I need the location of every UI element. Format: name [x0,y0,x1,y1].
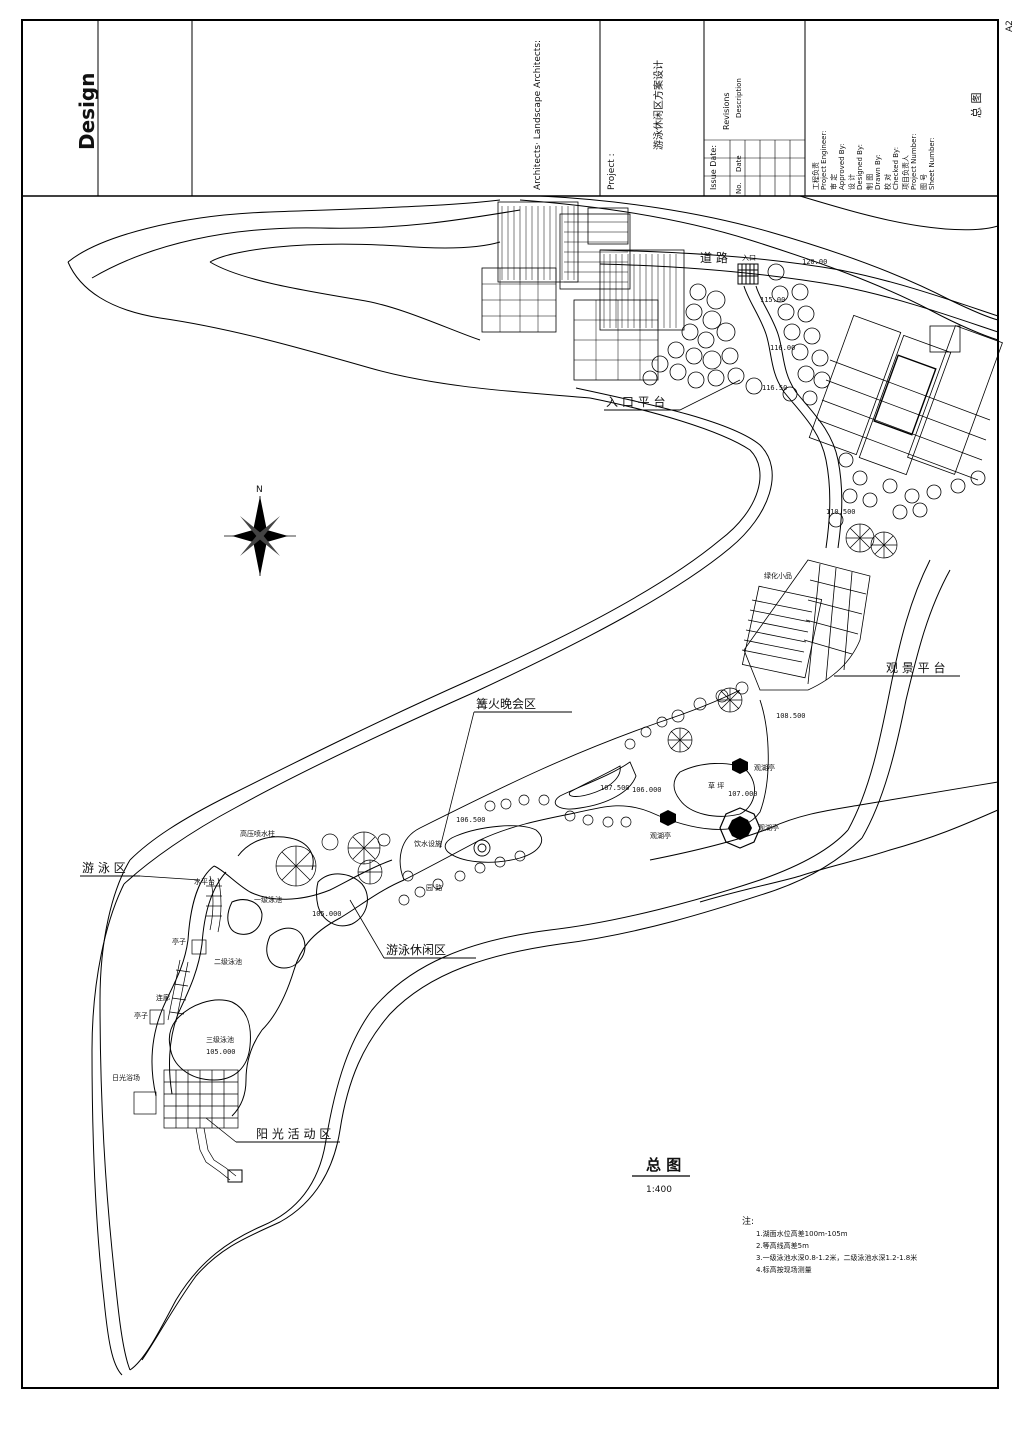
corridor-label: 连廊 [156,993,170,1002]
role-list: 工程负责 Project Engineer: 审 定 Approved By: … [811,130,936,190]
role-2: 审 定 [829,174,838,190]
role-7: Drawn By: [874,154,882,190]
pool3-label: 三级泳池 [206,1035,234,1044]
road-label: 道 路 [700,250,728,265]
entry-small-label: 入口 [742,254,756,262]
scale-label: 1:400 [646,1185,672,1195]
swim-fountains [275,831,391,887]
bonfire-trees [398,681,749,906]
greening-label: 绿化小品 [764,571,792,580]
right-buildings [808,314,1003,481]
note-4: 4.标高按现场测量 [756,1265,812,1274]
pavilion-left-label: 亭子 [172,937,186,946]
project-name: 游泳休闲区方案设计 [652,60,665,150]
pavilion3-label: 观湖亭 [758,823,779,832]
note-3: 3.一级泳池水深0.8-1.2米，二级泳池水深1.2-1.8米 [756,1253,917,1262]
elev-6: 107.500 [600,784,630,792]
entrance-path [737,263,843,549]
role-5: Designed By: [856,144,864,190]
top-buildings [481,201,685,381]
issue-date-label: Issue Date: [709,145,718,190]
pool2-label: 二级泳池 [214,957,242,966]
elev-3: 116.50 [762,384,787,392]
role-8: 校 对 [883,174,892,190]
elev-5: 108.500 [776,712,806,720]
road [599,249,999,333]
revisions-label: Revisions [722,92,731,130]
role-12: 图 号 [920,174,928,190]
date-label: Date [735,155,743,172]
tree-cluster-entrance [642,263,986,528]
drink-label: 饮水设施 [414,839,442,848]
contour-lines [67,195,999,1376]
lawn-label: 草 坪 [708,781,724,790]
swim-corridor [149,875,222,1025]
role-10: 项目负责人 [901,155,910,190]
notes-block: 注: 1.湖面水位高差100m-105m 2.等高线高差5m 3.一级泳池水深0… [742,1215,917,1274]
elev-0: 120.00 [802,258,827,266]
water-platform-label: 水平台 [194,877,215,886]
sunbed-label: 日光浴场 [112,1073,140,1082]
elev-9: 106.500 [456,816,486,824]
bonfire-leader [439,711,475,849]
role-11: Project Number: [910,133,918,190]
role-9: Checked By: [892,147,900,190]
swim-label: 游 泳 区 [82,861,126,875]
entry-platform-label: 入 口 平 台 [606,394,665,409]
pavilion1-label: 观湖亭 [754,763,775,772]
north-arrow: N [224,485,296,576]
notes-heading: 注: [742,1215,754,1227]
elev-2: 116.00 [770,344,795,352]
role-4: 设 计 [847,174,856,190]
sheet-code: A2 [1005,20,1015,32]
description-label: Description [735,78,743,118]
sun-area-label: 阳 光 活 动 区 [256,1127,331,1141]
design-label: Design [75,73,99,150]
bonfire-area [399,689,769,881]
drawing-title: 总 图 [646,1156,681,1174]
role-1: Project Engineer: [820,130,828,190]
sun-area [133,1069,243,1183]
note-1: 1.湖面水位高差100m-105m [756,1229,848,1238]
role-13: Sheet Number: [928,137,936,190]
path-label: 园 路 [426,883,442,892]
role-0: 工程负责 [811,162,820,190]
no-label: No. [735,182,743,194]
elev-4: 110.500 [826,508,856,516]
pavilions [660,758,761,849]
pool1-label: 一级泳池 [254,895,282,904]
pavilion-left2-label: 亭子 [134,1011,148,1020]
sheet-title: 总 图 [969,93,983,119]
pavilion2-label: 观湖亭 [650,831,671,840]
project-label: Project : [607,153,617,190]
elev-11: 105.000 [206,1048,236,1056]
elev-8: 107.000 [728,790,758,798]
elev-1: 115.00 [760,296,785,304]
note-2: 2.等高线高差5m [756,1241,809,1250]
architects-label: Architects· Landscape Architects: [533,40,543,190]
fountain-label: 高压喷水柱 [240,829,275,838]
tree-cluster-right [845,523,898,559]
elev-10: 105.000 [312,910,342,918]
bonfire-label: 篝火晚会区 [476,696,536,711]
title-block: Design Architects· Landscape Architects:… [75,20,1015,196]
view-platform [741,559,871,691]
elev-7: 106.000 [632,786,662,794]
swim-leisure-label: 游泳休闲区 [386,943,446,957]
role-3: Approved By: [838,143,846,190]
outer-frame [21,19,999,1389]
swim-area [151,836,405,1117]
role-6: 制 图 [865,174,874,190]
north-label: N [256,485,263,495]
view-platform-label: 观 景 平 台 [886,660,945,675]
